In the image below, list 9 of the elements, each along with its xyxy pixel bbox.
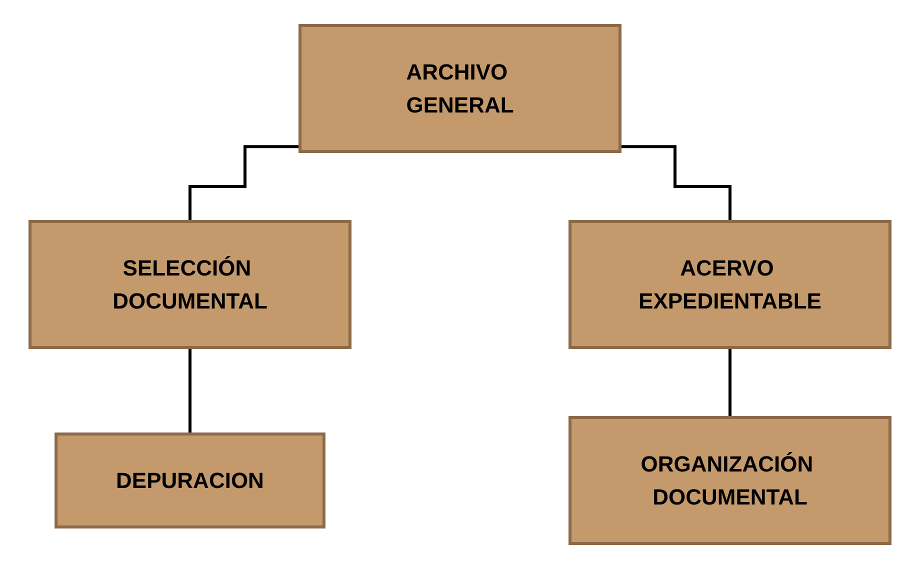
node-box: DEPURACION: [54, 432, 325, 528]
connector: [188, 346, 191, 436]
node-box: ORGANIZACIÓN DOCUMENTAL: [568, 416, 891, 545]
node-box: ARCHIVO GENERAL: [298, 24, 621, 153]
connector: [620, 145, 731, 223]
connector: [728, 346, 731, 419]
node-box: ACERVO EXPEDIENTABLE: [568, 220, 891, 349]
connector: [188, 145, 300, 223]
node-box: SELECCIÓN DOCUMENTAL: [28, 220, 351, 349]
